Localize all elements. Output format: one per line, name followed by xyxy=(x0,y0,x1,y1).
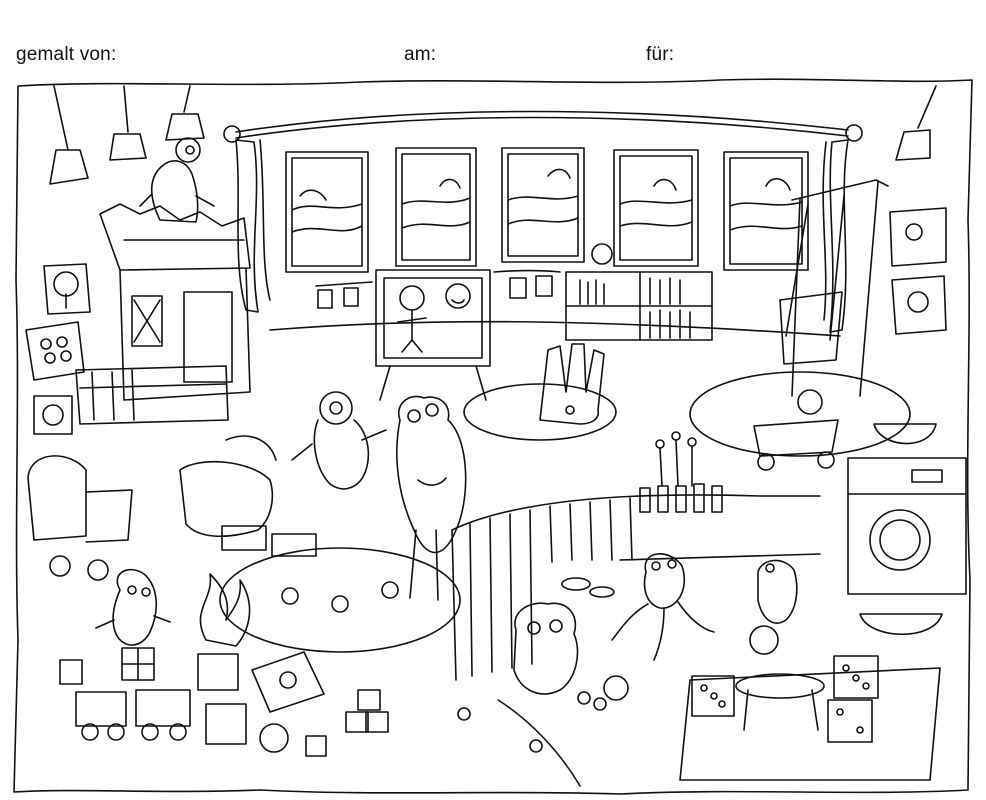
rug-left-icon xyxy=(220,548,460,652)
doll-pram-icon xyxy=(28,456,132,580)
toy-train-icon xyxy=(76,690,190,740)
bowl-icon xyxy=(874,424,936,444)
hand-chair-icon xyxy=(540,344,604,424)
wall-floor-line xyxy=(270,322,840,336)
ceiling-lamp-icon xyxy=(50,86,936,184)
octopus-monster-icon xyxy=(612,554,714,660)
easel-drawing-icon xyxy=(376,270,490,400)
window-icon xyxy=(286,148,808,272)
basket-icon xyxy=(860,614,942,634)
curtain-rod-icon xyxy=(224,112,862,143)
toy-blocks-icon xyxy=(60,654,388,756)
for-label: für: xyxy=(646,44,675,65)
tea-table-icon xyxy=(562,578,824,730)
date-label: am: xyxy=(404,44,437,65)
rug-right-icon xyxy=(690,372,910,456)
hanging-pictures-icon xyxy=(316,271,560,309)
bottles-icon xyxy=(640,432,722,512)
dice-icon xyxy=(692,656,878,742)
toy-wagon-icon xyxy=(754,390,838,470)
curtain-left-icon xyxy=(236,140,270,312)
page-border xyxy=(14,79,972,794)
rug-center-icon xyxy=(464,384,616,440)
monster-picture-icon xyxy=(890,208,946,334)
speaker-box-icon xyxy=(34,396,72,434)
swing-icon xyxy=(780,180,888,396)
floor-crack xyxy=(498,700,580,786)
tree-picture-icon xyxy=(26,264,90,380)
bead-monster-icon xyxy=(292,392,386,489)
crowned-monster-icon xyxy=(514,603,578,694)
unicycle-monster-icon xyxy=(750,560,797,654)
pillows-icon xyxy=(180,436,316,556)
flame-plant-icon xyxy=(200,574,249,646)
monster-on-loft-icon xyxy=(140,138,214,222)
balls-icon xyxy=(260,676,628,752)
rug-bottom-right-icon xyxy=(680,668,940,780)
curtain-right-icon xyxy=(823,140,848,332)
dancing-monster-icon xyxy=(397,396,466,600)
painted-by-label: gemalt von: xyxy=(16,44,117,65)
playpen-fence-icon xyxy=(452,495,820,680)
floor-drawing-icon xyxy=(252,652,324,712)
play-house-icon xyxy=(100,204,250,400)
ghost-monster-icon xyxy=(96,570,170,645)
gift-box-icon xyxy=(122,648,154,680)
washing-machine-icon xyxy=(848,458,966,594)
flower-pattern-icon xyxy=(282,582,398,612)
bookshelf-icon xyxy=(566,244,712,340)
toy-chest-icon xyxy=(76,366,228,424)
